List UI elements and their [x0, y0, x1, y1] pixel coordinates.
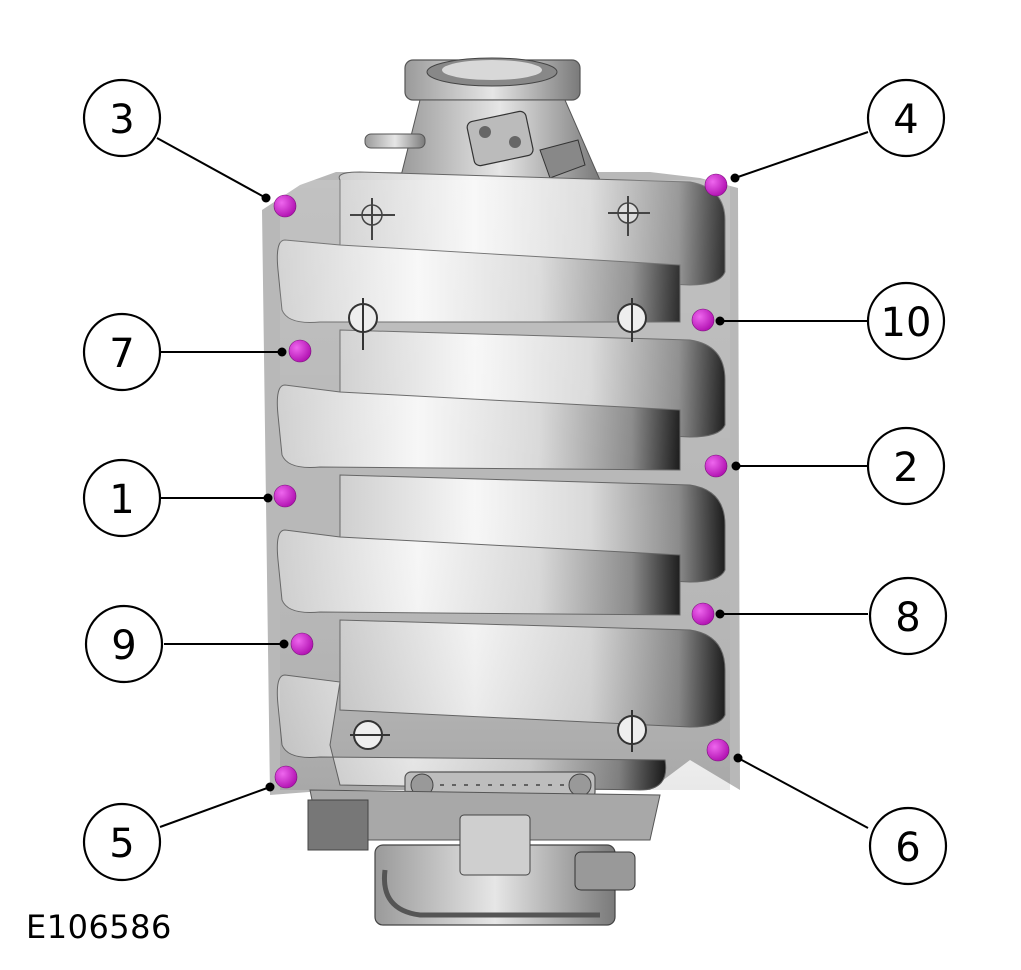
bolt-6	[706, 738, 730, 762]
bolt-1	[273, 484, 297, 508]
callout-1: 1	[82, 458, 162, 538]
callout-4-label: 4	[893, 97, 918, 143]
callout-4: 4	[866, 78, 946, 158]
callout-10: 10	[866, 281, 946, 361]
bolt-7	[288, 339, 312, 363]
runner-fasteners	[348, 196, 650, 752]
callout-2-label: 2	[893, 445, 918, 491]
callout-6: 6	[868, 806, 948, 886]
manifold-runners	[276, 171, 730, 791]
callout-10-label: 10	[881, 300, 932, 346]
callout-8: 8	[868, 576, 948, 656]
bolt-10	[691, 308, 715, 332]
callout-7-label: 7	[109, 331, 134, 377]
callout-8-label: 8	[895, 595, 920, 641]
bolt-2	[704, 454, 728, 478]
callout-3-label: 3	[109, 97, 134, 143]
bolt-4	[704, 173, 728, 197]
figure-id-label: E106586	[26, 908, 172, 946]
manifold-bolts	[273, 173, 730, 789]
bolt-5	[274, 765, 298, 789]
callout-9: 9	[84, 604, 164, 684]
callout-6-label: 6	[895, 825, 920, 871]
bolt-9	[290, 632, 314, 656]
callout-2: 2	[866, 426, 946, 506]
bolt-3	[273, 194, 297, 218]
lower-manifold-assembly	[307, 771, 661, 926]
callout-7: 7	[82, 312, 162, 392]
callout-1-label: 1	[109, 477, 134, 523]
leader-lines	[156, 131, 869, 829]
callout-3: 3	[82, 78, 162, 158]
bolt-8	[691, 602, 715, 626]
callout-9-label: 9	[111, 623, 136, 669]
callout-5-label: 5	[109, 821, 134, 867]
throttle-body-neck	[364, 57, 601, 181]
callout-5: 5	[82, 802, 162, 882]
